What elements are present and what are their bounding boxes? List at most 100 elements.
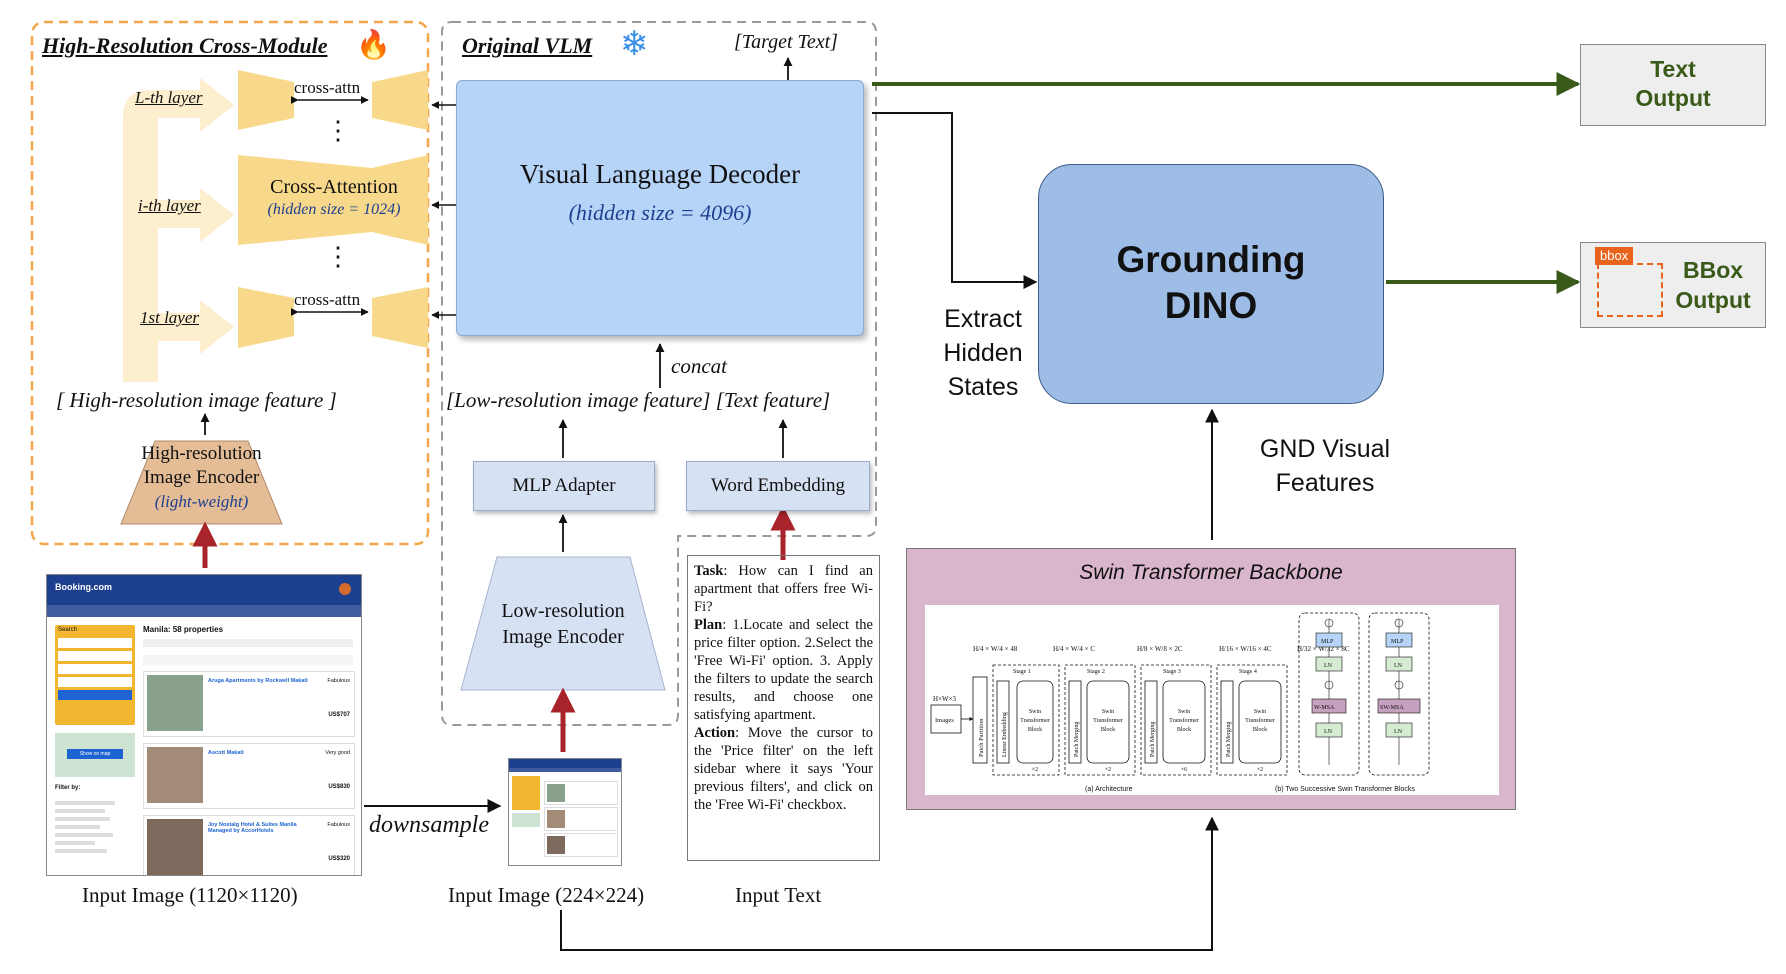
swin-ln-4: LN <box>1394 729 1403 735</box>
visual-language-decoder: Visual Language Decoder (hidden size = 4… <box>456 80 864 336</box>
layer-label-i: i-th layer <box>138 196 201 215</box>
mlp-adapter: MLP Adapter <box>473 461 655 511</box>
cross-attn-label-bottom: cross-attn <box>294 290 361 309</box>
ss-heading: Manila: 58 properties <box>143 625 224 634</box>
bbox-icon <box>1597 263 1663 317</box>
swin-transformer-backbone: Swin Transformer Backbone H/4 × W/4 × 48… <box>906 548 1516 810</box>
grounding-dino: Grounding DINO <box>1038 164 1384 404</box>
swin-block-4-l3: Block <box>1253 727 1267 733</box>
swin-patch-merging-1: Patch Merging <box>1074 722 1080 757</box>
swin-block-2-l1: Swin <box>1102 709 1114 715</box>
caption-input-large: Input Image (1120×1120) <box>82 883 298 907</box>
ss-brand: Booking.com <box>55 582 113 592</box>
swin-ln-2: LN <box>1324 729 1333 735</box>
ss-search-panel: Search <box>55 625 135 725</box>
swin-block-4-l2: Transformer <box>1245 717 1275 724</box>
input-image-small <box>508 758 622 866</box>
ss-card-3: Joy Nostalg Hotel & Suites Manila Manage… <box>143 815 355 875</box>
decoder-sub: (hidden size = 4096) <box>568 200 752 225</box>
cross-module-panel <box>30 20 430 546</box>
ss-card-2: Ascott Makati Very good US$830 <box>143 743 355 809</box>
swin-ln-3: LN <box>1394 663 1403 669</box>
ellipsis-bottom: ⋮ <box>325 242 351 271</box>
cross-attn-left-top <box>238 70 294 130</box>
swin-ln-1: LN <box>1324 663 1333 669</box>
swin-linear-embedding: Linear Embedding <box>1002 712 1008 757</box>
high-res-feature-label: [ High-resolution image feature ] <box>56 388 337 412</box>
vlm-features-label: [Low-resolution image feature] [Text fea… <box>446 388 831 412</box>
downsample-label: downsample <box>369 812 489 838</box>
bbox-tag: bbox <box>1595 247 1634 265</box>
bbox-output-label: BBox Output <box>1675 257 1751 313</box>
low-res-encoder: Low-resolution Image Encoder <box>501 600 625 648</box>
cross-attn-right-top <box>372 70 428 130</box>
swin-wmsa: W-MSA <box>1314 705 1335 711</box>
swin-mlp-2: MLP <box>1391 639 1404 645</box>
swin-dim-3: H/16 × W/16 × 4C <box>1219 645 1272 653</box>
swin-repeat-2: ×2 <box>1105 767 1111 773</box>
swin-patch-merging-2: Patch Merging <box>1150 722 1156 757</box>
swin-stage-1: Stage 1 <box>1013 669 1031 675</box>
swin-images: Images <box>935 717 954 724</box>
feature-flow-arrow <box>123 78 234 382</box>
swin-block-1-l3: Block <box>1028 727 1042 733</box>
ellipsis-top: ⋮ <box>325 116 351 145</box>
ss-map: Show on map <box>55 733 135 777</box>
layer-label-1st: 1st layer <box>140 308 200 327</box>
caption-input-small: Input Image (224×224) <box>448 883 645 907</box>
swin-block-1-l1: Swin <box>1029 709 1041 715</box>
cross-attention-sub: (hidden size = 1024) <box>267 201 401 218</box>
swin-block-3-l2: Transformer <box>1169 717 1199 724</box>
swin-dim-1: H/4 × W/4 × C <box>1053 645 1095 653</box>
fire-icon: 🔥 <box>356 28 391 61</box>
text-output: Text Output <box>1580 44 1766 126</box>
swin-stage-4: Stage 4 <box>1239 669 1257 675</box>
swin-repeat-1: ×2 <box>1032 767 1038 773</box>
target-text-label: [Target Text] <box>734 31 838 53</box>
high-res-encoder-shape <box>120 440 283 525</box>
cross-attn-left-bottom <box>238 287 294 348</box>
swin-stage-2: Stage 2 <box>1087 669 1105 675</box>
swin-mlp-1: MLP <box>1321 639 1334 645</box>
swin-block-3-l1: Swin <box>1178 709 1190 715</box>
vlm-panel <box>441 21 877 726</box>
swin-architecture-svg: H/4 × W/4 × 48 H/4 × W/4 × C H/8 × W/8 ×… <box>930 612 1430 793</box>
swin-dim-2: H/8 × W/8 × 2C <box>1137 645 1183 653</box>
extract-hidden-states-label: Extract Hidden States <box>943 305 1023 401</box>
swin-block-4-l1: Swin <box>1254 709 1266 715</box>
word-embedding: Word Embedding <box>686 461 870 511</box>
low-res-encoder-shape <box>460 556 666 691</box>
decoder-title: Visual Language Decoder <box>519 159 801 189</box>
swin-dim-0: H/4 × W/4 × 48 <box>973 645 1018 653</box>
swin-repeat-4: ×2 <box>1257 767 1263 773</box>
swin-block-2-l2: Transformer <box>1093 717 1123 724</box>
swin-stage-3: Stage 3 <box>1163 669 1181 675</box>
bbox-output: bbox BBox Output <box>1580 242 1766 328</box>
cross-attention-title: Cross-Attention <box>270 176 398 198</box>
swin-dim-4: H/32 × W/32 × 8C <box>1297 645 1350 653</box>
ss-card-1: Aruga Apartments by Rockwell Makati Fabu… <box>143 671 355 737</box>
vlm-title: Original VLM <box>462 33 593 58</box>
swin-figure: H/4 × W/4 × 48 H/4 × W/4 × C H/8 × W/8 ×… <box>925 605 1499 795</box>
ss-filter: Filter by: <box>55 785 81 791</box>
layer-label-l: L-th layer <box>135 88 203 107</box>
swin-block-3-l3: Block <box>1177 727 1191 733</box>
swin-caption-b: (b) Two Successive Swin Transformer Bloc… <box>1275 786 1415 793</box>
swin-block-2-l3: Block <box>1101 727 1115 733</box>
swin-swmsa: SW-MSA <box>1380 705 1404 711</box>
cross-attn-right-bottom <box>372 287 428 348</box>
input-image-large: Booking.com Search Show on map Filter by… <box>46 574 362 876</box>
swin-caption-a: (a) Architecture <box>1085 786 1133 793</box>
input-text-box: Task: How can I find an apartment that o… <box>687 555 880 861</box>
high-res-encoder: High-resolution Image Encoder (light-wei… <box>141 443 262 511</box>
swin-block-1-l2: Transformer <box>1020 717 1050 724</box>
swin-repeat-3: ×6 <box>1181 767 1187 773</box>
concat-label: concat <box>671 354 727 378</box>
snowflake-icon: ❄ <box>620 24 649 64</box>
swin-input-dim: H×W×3 <box>933 695 957 703</box>
swin-patch-merging-3: Patch Merging <box>1226 722 1232 757</box>
cross-attention-main <box>238 155 428 245</box>
cross-module-title: High-Resolution Cross-Module <box>42 33 328 58</box>
